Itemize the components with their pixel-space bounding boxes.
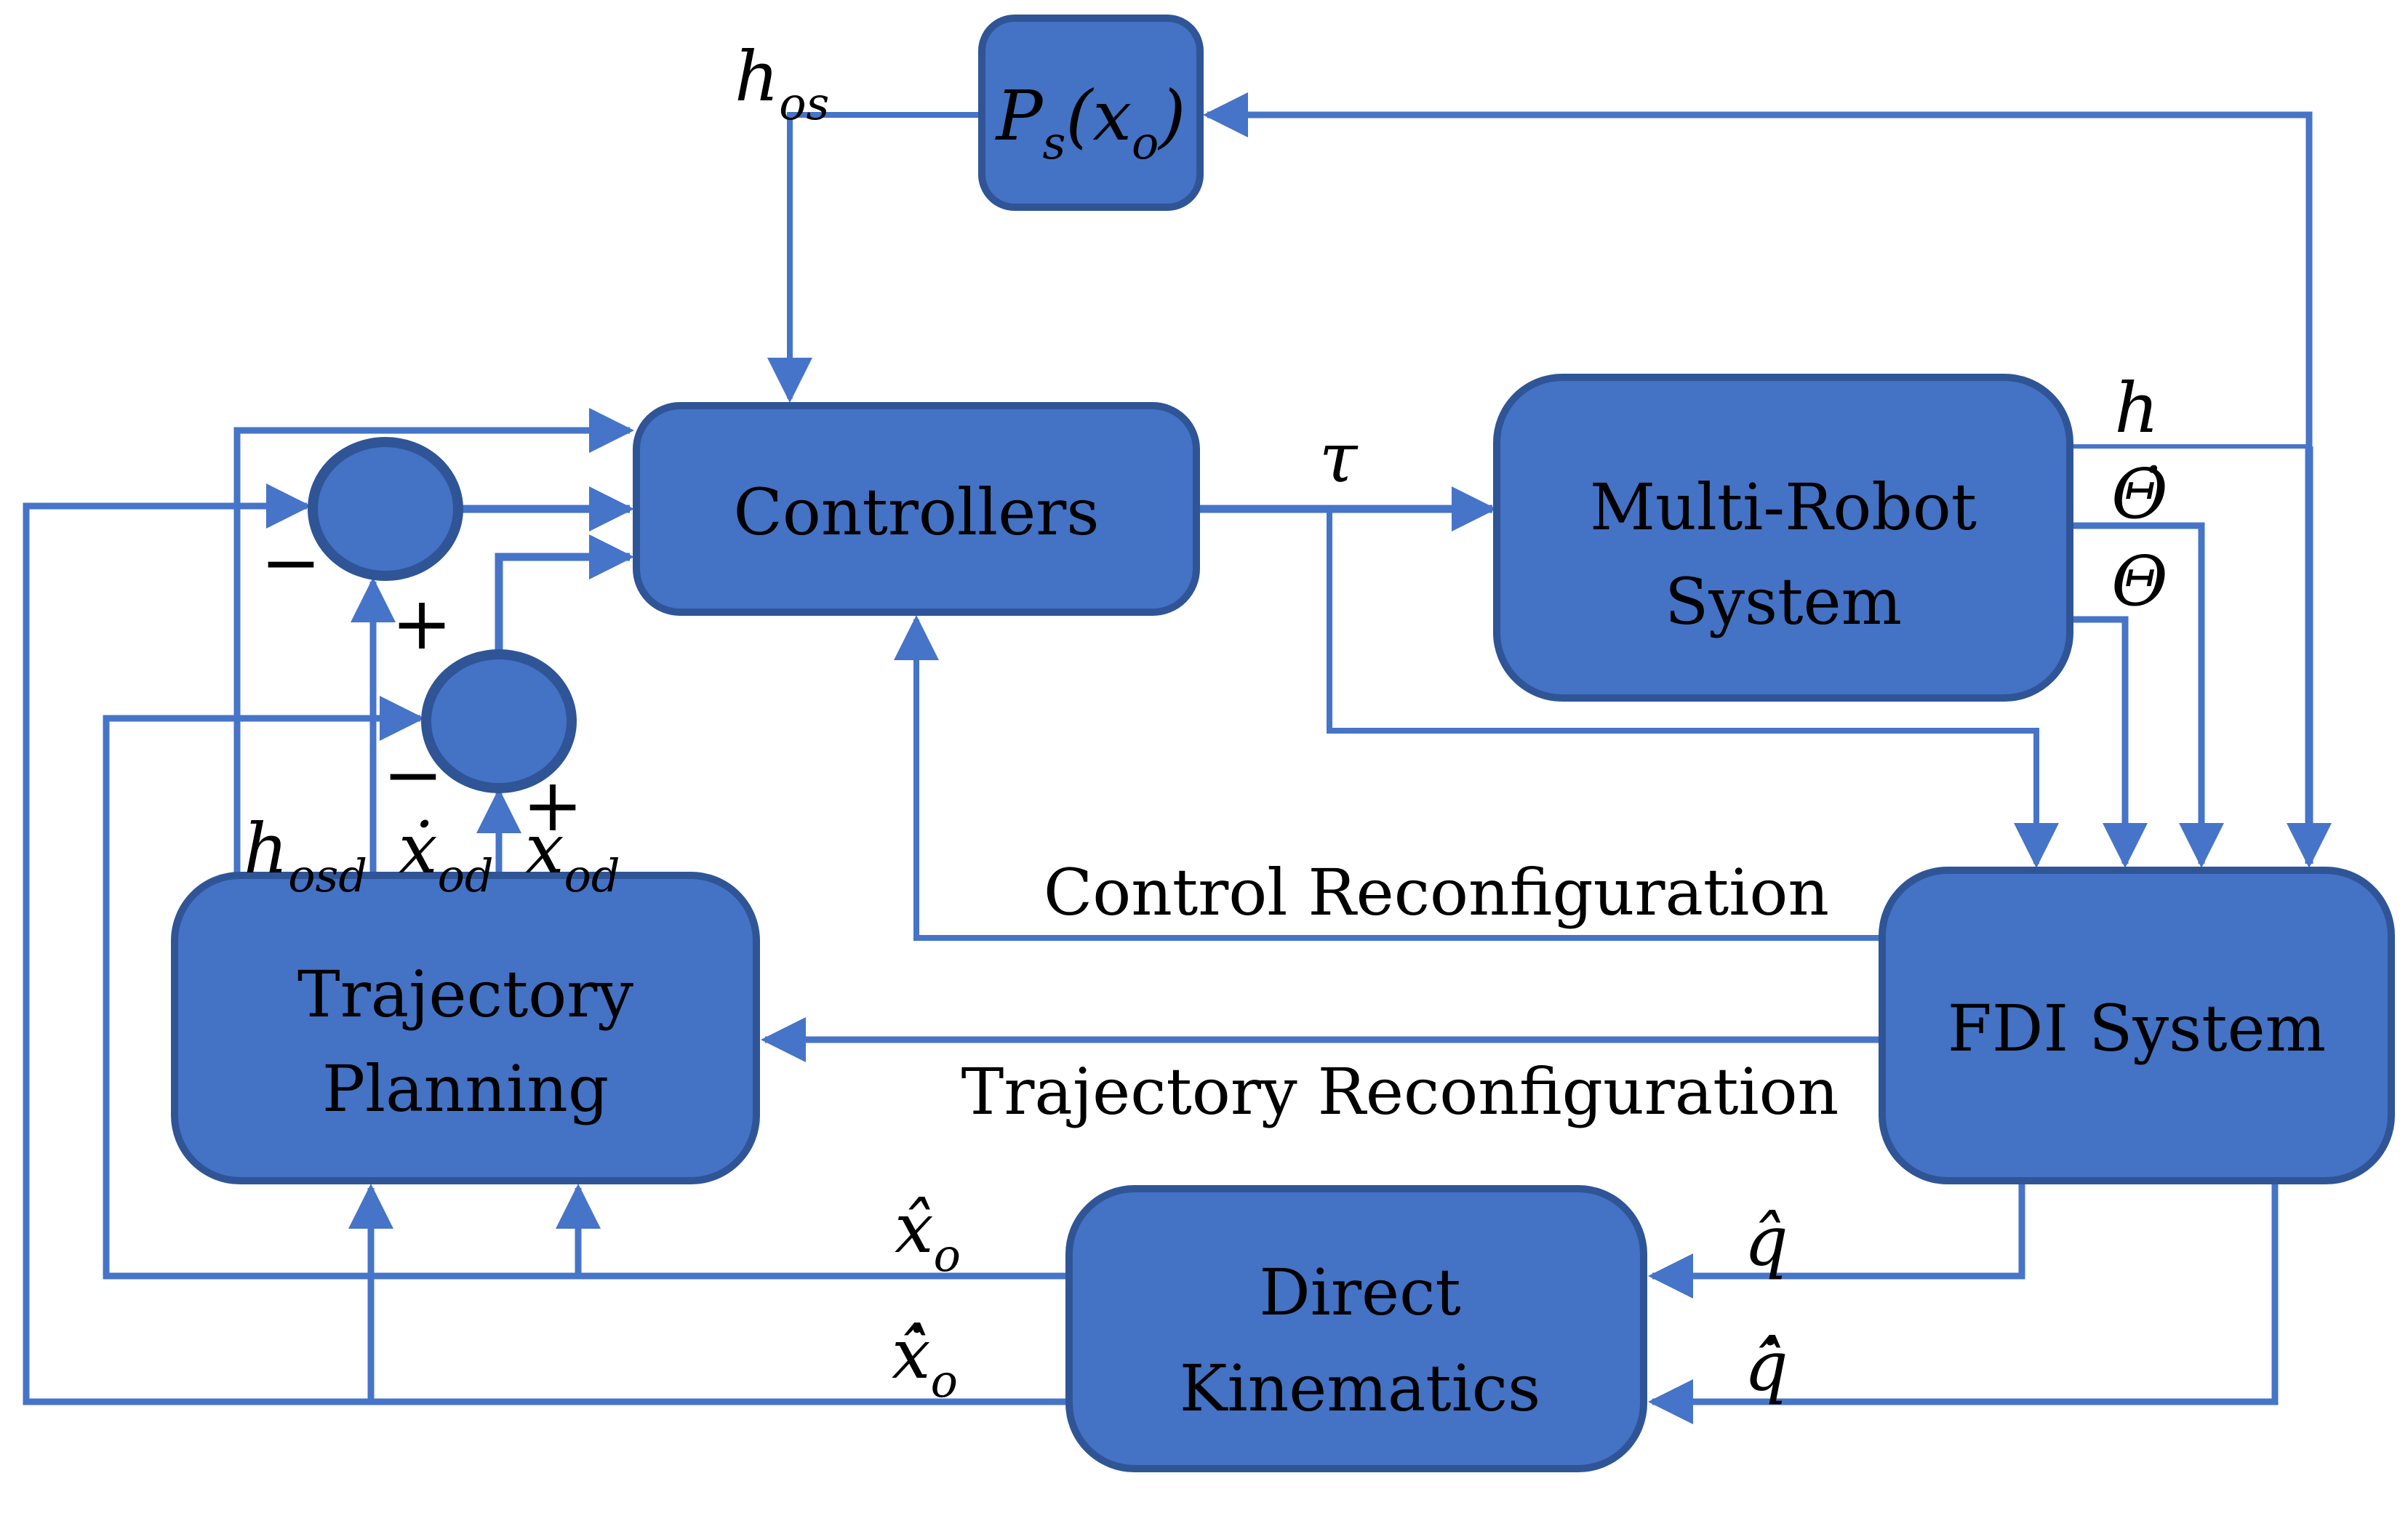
- wire-q-hat-dot: [1648, 1181, 2279, 1424]
- wires: [23, 92, 2332, 1424]
- sum-junction-position: [421, 649, 577, 793]
- h-label: h: [2114, 369, 2159, 449]
- theta-label: Θ: [2111, 542, 2168, 622]
- x-hat-o-label: x̂o: [895, 1189, 961, 1282]
- wire-h-os: [767, 112, 982, 403]
- sum-signs: − + − +: [260, 520, 583, 848]
- control-reconfiguration-label: Control Reconfiguration: [1044, 855, 1829, 930]
- trajectory-planning-label-line1: Trajectory: [297, 957, 633, 1032]
- x-dot-od-label: ẋod: [399, 809, 494, 902]
- trajectory-planning-label-line2: Planning: [322, 1051, 609, 1126]
- trajectory-reconfiguration-label: Trajectory Reconfiguration: [961, 1054, 1839, 1129]
- h-os-label: hos: [735, 37, 829, 130]
- wire-sum2-out: [495, 534, 634, 657]
- wire-control-reconfiguration: [894, 615, 1882, 941]
- wire-h-osd: [233, 408, 634, 875]
- wire-h-to-ps: [1203, 92, 2313, 446]
- ps-block: [978, 15, 1204, 211]
- direct-kinematics-block: [1065, 1185, 1647, 1472]
- multi-robot-system-block: [1493, 374, 2073, 702]
- sum1-plus-sign: +: [391, 581, 452, 666]
- sum-junction-velocity: [308, 437, 463, 581]
- sum2-plus-sign: +: [522, 763, 583, 848]
- q-hat-label: q̂: [1744, 1202, 1788, 1282]
- wire-theta-dot-to-fdi: [2070, 522, 2224, 868]
- fdi-system-label: FDI System: [1948, 991, 2326, 1066]
- sum1-minus-sign: −: [260, 520, 321, 605]
- wire-x-hat-feedback: [103, 696, 1069, 1280]
- fdi-system-block: [1879, 867, 2395, 1184]
- h-osd-label: hosd: [244, 809, 367, 902]
- multi-robot-label-line2: System: [1665, 564, 1902, 639]
- q-hat-dot-label: q̇̂: [1744, 1327, 1788, 1407]
- controllers-label: Controllers: [734, 475, 1100, 550]
- x-hat-dot-o-label: ẋ̂o: [892, 1315, 958, 1408]
- direct-kinematics-label-line2: Kinematics: [1180, 1351, 1541, 1426]
- wire-q-hat: [1648, 1181, 2025, 1299]
- direct-kinematics-label-line1: Direct: [1259, 1255, 1461, 1330]
- sum2-minus-sign: −: [383, 732, 444, 817]
- wire-tau-to-fdi: [1327, 509, 2059, 868]
- trajectory-planning-block: [171, 872, 760, 1184]
- ps-label: Ps(xo): [995, 76, 1186, 169]
- signal-labels: hos τ h Θ̇ Θ hosd ẋod xod x̂o ẋ̂o q̂ q̇̂: [244, 37, 2168, 1408]
- blocks: [171, 15, 2395, 1472]
- theta-dot-label: Θ̇: [2111, 454, 2168, 534]
- wire-x-hat-dot-feedback: [23, 483, 1069, 1405]
- block-labels: Ps(xo) Controllers Multi-Robot System Tr…: [297, 76, 2326, 1426]
- wire-theta-to-fdi: [2070, 616, 2148, 868]
- multi-robot-label-line1: Multi-Robot: [1590, 470, 1977, 545]
- x-od-label: xod: [525, 809, 620, 902]
- annotations: Control Reconfiguration Trajectory Recon…: [961, 855, 1839, 1129]
- tau-label: τ: [1319, 418, 1359, 498]
- controllers-block: [633, 402, 1200, 616]
